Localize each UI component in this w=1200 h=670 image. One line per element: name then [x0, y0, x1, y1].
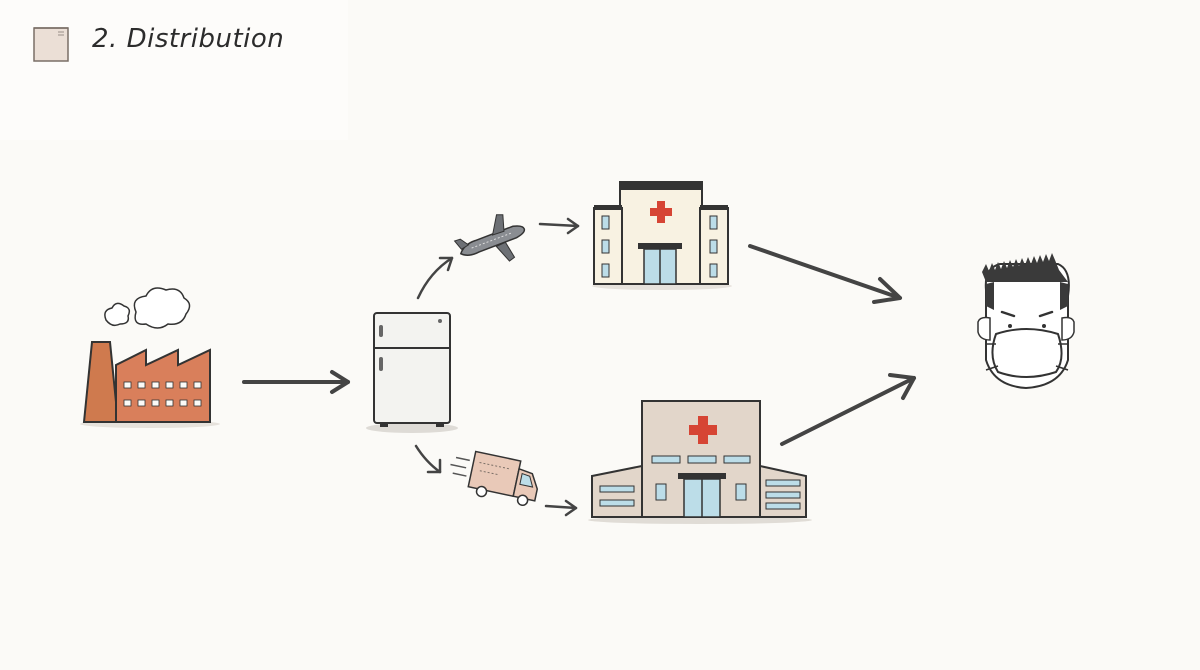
title-panel	[0, 0, 348, 140]
person-mask-icon	[977, 253, 1075, 390]
airplane-icon	[453, 214, 526, 262]
box-icon	[33, 27, 69, 62]
small-hospital-icon	[592, 181, 732, 290]
page-title: 2. Distribution	[92, 24, 285, 54]
arrow-large-hospital-to-person	[780, 376, 916, 446]
arrow-small-hospital-to-person	[748, 244, 902, 300]
arrow-truck-to-hospital	[544, 504, 578, 510]
arrow-fridge-to-airplane	[416, 256, 454, 300]
large-hospital-icon	[588, 400, 812, 524]
arrow-airplane-to-hospital	[538, 222, 580, 228]
refrigerator-icon	[366, 312, 458, 433]
arrow-fridge-to-truck	[414, 444, 442, 474]
truck-icon	[450, 450, 539, 507]
factory-icon	[80, 287, 220, 428]
